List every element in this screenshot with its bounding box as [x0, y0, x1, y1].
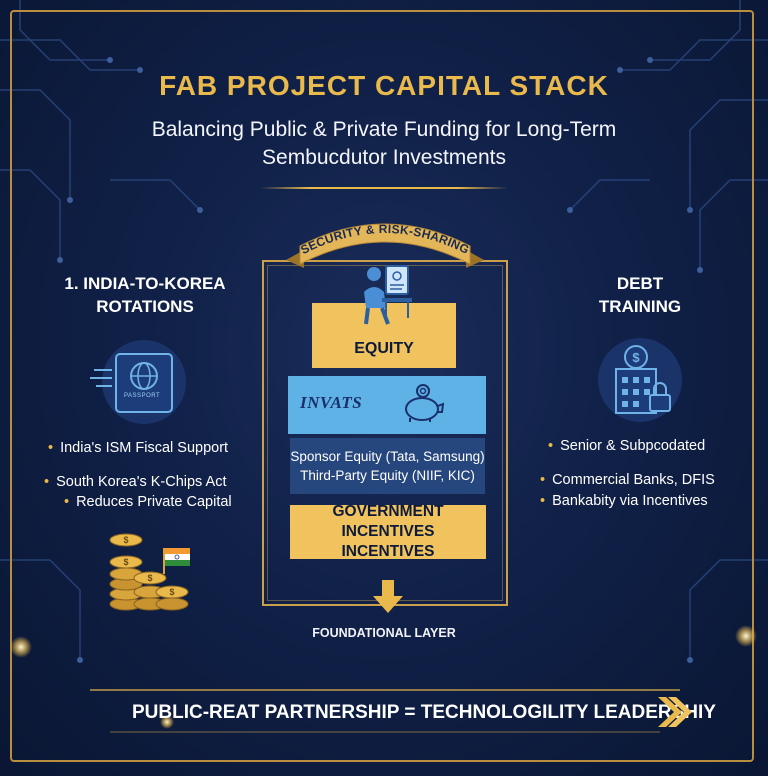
gov-line-1: GOVERNMENT INCENTIVES [332, 503, 444, 540]
equity-layer: EQUITY [312, 303, 456, 368]
equity-label: EQUITY [354, 340, 414, 357]
svg-text:$: $ [169, 587, 174, 597]
svg-text:$: $ [123, 535, 128, 545]
right-chevron-arrow-icon [658, 697, 692, 727]
bank-building-lock-icon: $ [592, 335, 688, 425]
left-bullet-1: • India's ISM Fiscal Support [48, 440, 228, 456]
down-arrow-icon [373, 580, 403, 613]
svg-text:$: $ [632, 350, 640, 365]
gov-line-2: INCENTIVES [341, 543, 435, 560]
coin-stacks-with-india-flag-icon: $ $ $ $ [102, 528, 198, 612]
left-bullet-1-text: India's ISM Fiscal Support [60, 440, 229, 456]
right-bullet-3-text: Bankabity via Incentives [552, 493, 708, 509]
right-bullet-2: • Commercial Banks, DFIS [540, 472, 715, 488]
title-divider [260, 187, 508, 189]
left-bullet-3-text: Reduces Private Capital [76, 494, 232, 510]
right-heading-line-2: TRAINING [598, 297, 682, 316]
sponsor-line-2: Third-Party Equity (NIIF, KIC) [300, 468, 475, 483]
left-column-heading: 1. INDIA-TO-KOREA ROTATIONS [40, 272, 250, 318]
sponsor-equity-layer: Sponsor Equity (Tata, Samsung) Third-Par… [290, 438, 485, 494]
bullet-dot: • [540, 493, 546, 509]
right-bullet-2-text: Commercial Banks, DFIS [552, 472, 715, 488]
sponsor-line-1: Sponsor Equity (Tata, Samsung) [290, 449, 485, 464]
sparkle-decoration [735, 625, 757, 647]
logo-wordmark: INVATS [300, 393, 363, 412]
bullet-dot: • [64, 494, 70, 510]
foundational-layer-label: FOUNDATIONAL LAYER [312, 626, 456, 640]
left-heading-line-2: ROTATIONS [96, 297, 194, 316]
right-bullet-1-text: Senior & Subpcodated [560, 438, 706, 454]
right-bullet-3: • Bankabity via Incentives [540, 493, 708, 509]
left-bullet-2-text: South Korea's K-Chips Act [56, 474, 227, 490]
sparkle-decoration [10, 636, 32, 658]
passport-label: PASSPORT [124, 393, 161, 399]
logo-band [288, 376, 486, 434]
bullet-dot: • [44, 474, 50, 490]
left-bullet-3: • Reduces Private Capital [64, 494, 232, 510]
right-bullet-1: • Senior & Subpcodated [548, 438, 705, 454]
subtitle-line-2: Sembucdutor Investments [262, 146, 506, 169]
security-ribbon: SECURITY & RISK-SHARING [286, 222, 484, 268]
government-incentives-layer: GOVERNMENT INCENTIVES INCENTIVES [290, 503, 486, 560]
page-subtitle: Balancing Public & Private Funding for L… [0, 116, 768, 172]
bullet-dot: • [548, 438, 554, 454]
svg-text:$: $ [123, 557, 128, 567]
footer-banner [90, 689, 680, 733]
person-at-workstation-icon [364, 265, 412, 325]
left-bullet-2: • South Korea's K-Chips Act [44, 474, 227, 490]
subtitle-line-1: Balancing Public & Private Funding for L… [151, 118, 617, 141]
piggy-bank-icon [405, 384, 445, 422]
right-column-heading: DEBT TRAINING [570, 272, 710, 318]
svg-text:$: $ [147, 573, 152, 583]
outer-gold-frame [10, 10, 754, 762]
footer-tagline: PUBLIC-REAT PARTNERSHIP = TECHNOLOGILITY… [132, 702, 716, 723]
left-heading-line-1: 1. INDIA-TO-KOREA [64, 274, 226, 293]
right-heading-line-1: DEBT [616, 274, 664, 293]
bullet-dot: • [48, 440, 54, 456]
sparkle-decoration [160, 715, 174, 729]
bullet-dot: • [540, 472, 546, 488]
passport-globe-icon [88, 338, 192, 426]
page-title: FAB PROJECT CAPITAL STACK [159, 70, 609, 101]
